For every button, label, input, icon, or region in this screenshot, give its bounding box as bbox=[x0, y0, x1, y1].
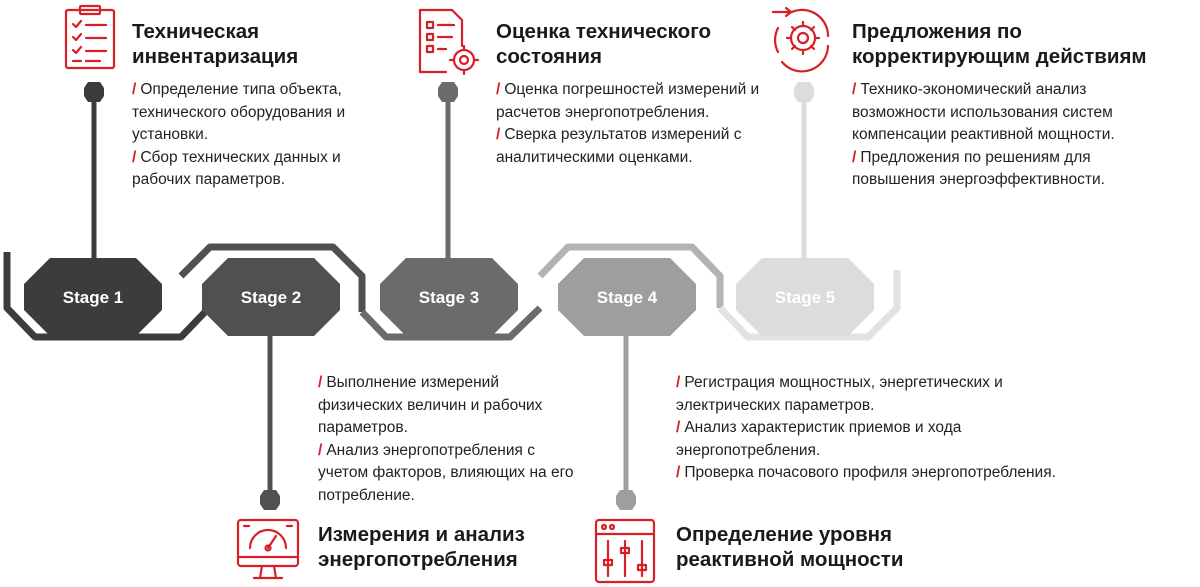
stage-3-item-1: /Оценка погрешностей измерений и расчето… bbox=[496, 81, 760, 121]
checklist-icon bbox=[64, 4, 116, 70]
stage-1-label: Stage 1 bbox=[63, 288, 123, 307]
zigzag-segment-1 bbox=[3, 252, 208, 341]
connector-stage-2 bbox=[260, 330, 280, 510]
stage-5-item-1: /Технико-экономический анализ возможност… bbox=[852, 81, 1115, 144]
stage-5-title: Предложения по корректирующим действиям bbox=[852, 20, 1147, 68]
stage-5-item-2: /Предложения по решениям для повышения э… bbox=[852, 148, 1105, 189]
stage-3-items: /Оценка погрешностей измерений и расчето… bbox=[496, 79, 766, 169]
stage-4-label: Stage 4 bbox=[597, 288, 658, 307]
sliders-panel-icon bbox=[594, 518, 656, 584]
stage-4-title: Определение уровня реактивной мощности bbox=[676, 523, 904, 571]
document-gear-icon bbox=[418, 8, 480, 76]
stage-2-label: Stage 2 bbox=[241, 288, 301, 307]
stage-5-shape bbox=[736, 258, 874, 336]
stage-2-shape bbox=[202, 258, 340, 336]
stage-2-title: Измерения и анализ энергопотребления bbox=[318, 523, 525, 571]
stage-1-item-2: /Сбор технических данных и рабочих парам… bbox=[132, 148, 341, 189]
connector-stage-4 bbox=[616, 330, 636, 510]
stage-4-items: /Регистрация мощностных, энергетических … bbox=[676, 372, 1056, 485]
zigzag-segment-3 bbox=[359, 305, 543, 341]
connector-stage-3 bbox=[438, 82, 458, 262]
stage-3-shape bbox=[380, 258, 518, 336]
stage-3-label: Stage 3 bbox=[419, 288, 479, 307]
stage-1-title: Техническая инвентаризация bbox=[132, 20, 299, 68]
stage-2-item-2: /Анализ энергопотребления с учетом факто… bbox=[318, 441, 574, 504]
stage-1-item-1: /Определение типа объекта, технического … bbox=[132, 81, 346, 144]
zigzag-segment-5 bbox=[717, 270, 901, 341]
stage-3-item-2: /Сверка результатов измерений с аналитич… bbox=[496, 126, 742, 166]
stage-1-shape bbox=[24, 258, 162, 336]
stage-4-item-3: /Проверка почасового профиля энергопотре… bbox=[676, 464, 1056, 482]
stage-2-item-1: /Выполнение измерений физических величин… bbox=[318, 374, 543, 437]
stage-2-items: /Выполнение измерений физических величин… bbox=[318, 372, 588, 508]
stage-1-items: /Определение типа объекта, технического … bbox=[132, 79, 372, 192]
connector-stage-5 bbox=[794, 82, 814, 262]
meter-monitor-icon bbox=[236, 518, 300, 580]
stage-4-item-2: /Анализ характеристик приемов и хода эне… bbox=[676, 419, 962, 459]
stage-5-items: /Технико-экономический анализ возможност… bbox=[852, 79, 1172, 192]
stage-4-item-1: /Регистрация мощностных, энергетических … bbox=[676, 374, 1003, 414]
zigzag-segment-2 bbox=[178, 243, 366, 312]
connector-stage-1 bbox=[84, 82, 104, 262]
zigzag-segment-4 bbox=[537, 243, 724, 308]
stage-5-label: Stage 5 bbox=[775, 288, 835, 307]
stage-4-shape bbox=[558, 258, 696, 336]
stage-3-title: Оценка технического состояния bbox=[496, 20, 711, 68]
gear-cycle-icon bbox=[771, 6, 830, 73]
